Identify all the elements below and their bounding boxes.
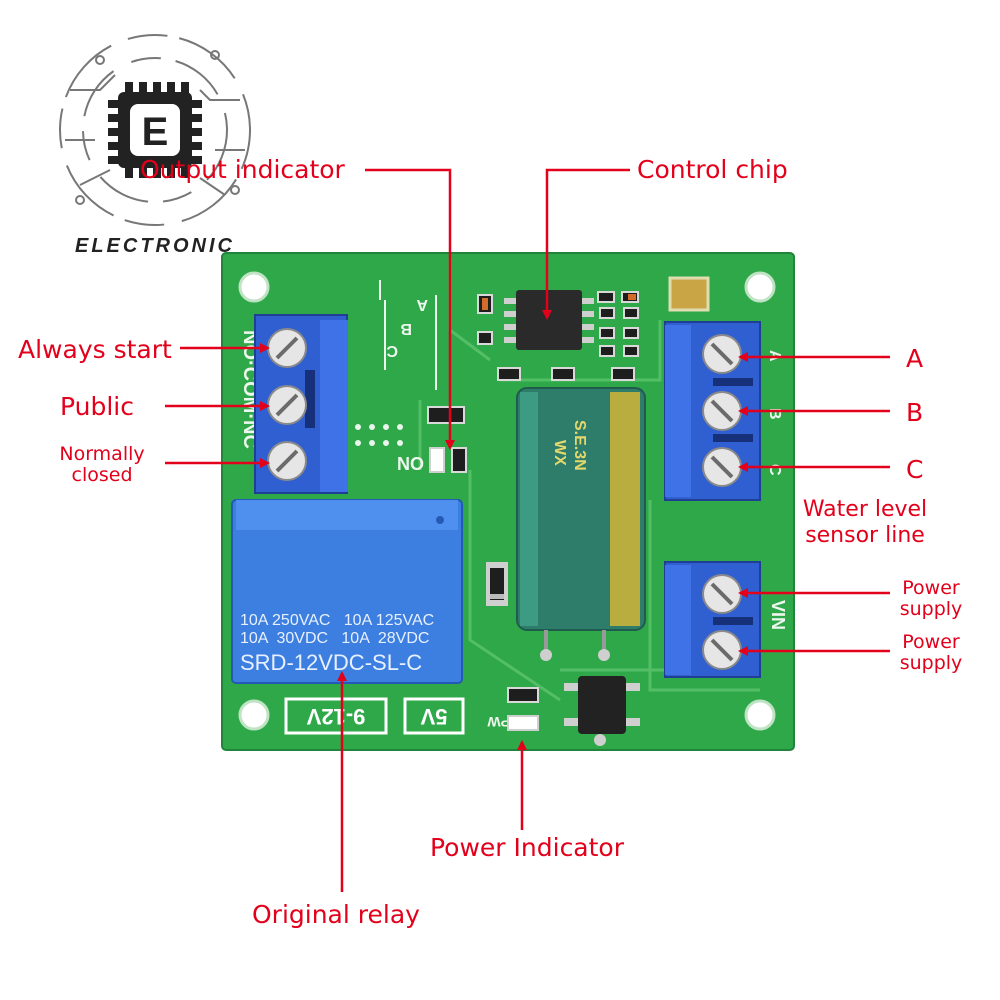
- relay-model: SRD-12VDC-SL-C: [240, 650, 422, 675]
- silk-no: NO: [397, 454, 424, 474]
- cap-mark-2: WX: [551, 440, 568, 466]
- capacitor: S.E.3N WX: [516, 387, 646, 661]
- mount-hole: [744, 699, 776, 731]
- voltage-12v-text: 9-12V: [306, 704, 365, 729]
- logo-letter: E: [142, 110, 169, 154]
- silk-pw: PW: [487, 714, 510, 730]
- label-normally-closed: Normally closed: [50, 444, 154, 486]
- label-power-supply-1-line-2: supply: [899, 598, 963, 620]
- label-c: C: [906, 455, 924, 484]
- arrow-output-indicator: [365, 168, 455, 450]
- terminal-block-right: [664, 321, 761, 501]
- voltage-5v-text: 5V: [420, 704, 447, 729]
- label-water-level-line-1: Water level: [802, 497, 928, 522]
- diode: [486, 562, 508, 606]
- label-power-indicator: Power Indicator: [430, 833, 625, 862]
- voltage-box-5v: 5V: [403, 697, 465, 735]
- silk-abc-b: B: [400, 320, 412, 337]
- relay-line-2: 10A 30VDC 10A 28VDC: [240, 630, 429, 647]
- terminal-block-power: [664, 561, 761, 678]
- label-public: Public: [60, 392, 134, 421]
- label-power-supply-2-line-2: supply: [899, 652, 963, 674]
- cap-mark-1: S.E.3N: [571, 420, 588, 471]
- logo-brand: ELECTRONIC: [75, 235, 235, 257]
- mount-hole: [238, 699, 270, 731]
- label-power-supply-1: Power supply: [893, 578, 969, 620]
- label-water-level-line-2: sensor line: [805, 523, 925, 548]
- terminal-block-left: [254, 314, 348, 494]
- voltage-box-12v: 9-12V: [284, 697, 388, 735]
- output-indicator-led: [427, 406, 467, 473]
- silk-abc-c: C: [386, 342, 398, 359]
- relay: 10A 250VAC 10A 125VAC 10A 30VDC 10A 28VD…: [231, 499, 463, 684]
- label-normally-closed-line-2: closed: [71, 464, 133, 486]
- label-power-supply-1-line-1: Power: [902, 577, 960, 599]
- label-control-chip: Control chip: [637, 155, 788, 184]
- silk-vin: VIN: [768, 600, 788, 630]
- bridge-rectifier: [564, 676, 640, 746]
- electronic-logo: E ELECTRONIC: [59, 34, 251, 257]
- silk-right-b: B: [766, 408, 783, 420]
- arrow-control-chip: [542, 168, 630, 320]
- label-b: B: [906, 398, 924, 427]
- relay-line-1: 10A 250VAC 10A 125VAC: [240, 612, 434, 629]
- label-output-indicator: Output indicator: [140, 155, 345, 184]
- power-indicator-led: [507, 687, 539, 731]
- label-water-level: Water level sensor line: [800, 497, 930, 549]
- control-chip: [504, 290, 594, 350]
- label-a: A: [906, 344, 924, 373]
- label-normally-closed-line-1: Normally: [59, 443, 145, 465]
- label-power-supply-2-line-1: Power: [902, 631, 960, 653]
- label-always-start: Always start: [18, 335, 172, 364]
- silk-abc-a: A: [416, 296, 428, 313]
- label-power-supply-2: Power supply: [893, 632, 969, 674]
- mount-hole: [744, 271, 776, 303]
- label-original-relay: Original relay: [252, 900, 420, 929]
- mount-hole: [238, 271, 270, 303]
